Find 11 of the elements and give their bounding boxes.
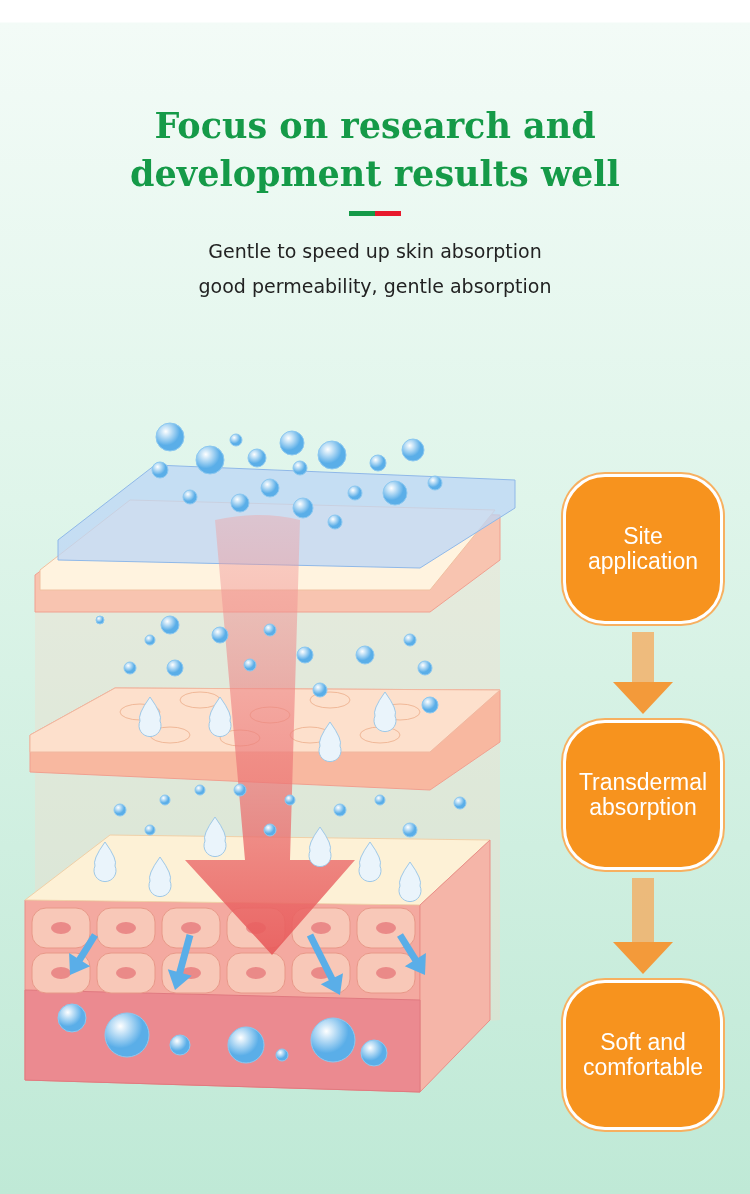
flow-arrow — [613, 878, 673, 974]
subtitle-line: good permeability, gentle absorption — [197, 275, 553, 297]
step-box — [563, 474, 723, 624]
step-box — [563, 980, 723, 1130]
step-label: Soft and comfortable — [581, 1030, 705, 1080]
subtitle-line: Gentle to speed up skin absorption — [207, 240, 543, 262]
step-label: Transdermal absorption — [577, 770, 709, 820]
step-box — [563, 720, 723, 870]
flow-arrow — [613, 632, 673, 714]
step-label: Site application — [587, 524, 699, 574]
title: Focus on research and development results well — [129, 104, 621, 196]
